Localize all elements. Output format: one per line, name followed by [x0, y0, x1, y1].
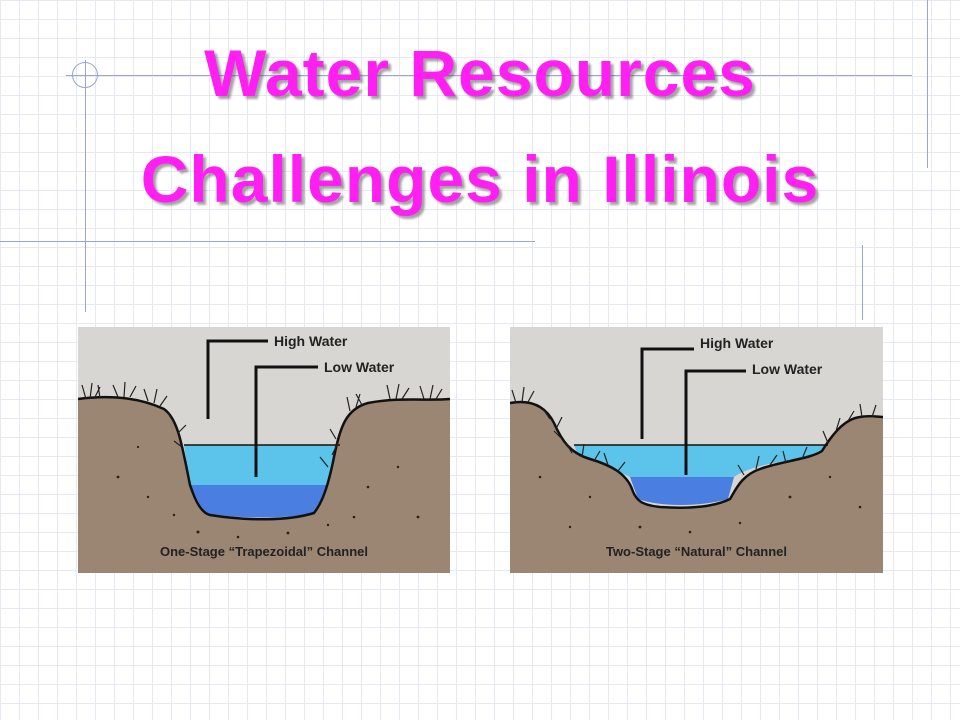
high-water-label: High Water [700, 335, 774, 351]
high-water-pointer [206, 339, 268, 419]
low-water-zone [190, 485, 330, 518]
high-water-pointer [640, 347, 694, 439]
soil-pebbles [116, 445, 420, 539]
template-circle-mark [72, 62, 98, 88]
high-water-zone [574, 445, 828, 477]
channel-caption: One-Stage “Trapezoidal” Channel [159, 544, 369, 559]
natural-channel-illustration [510, 347, 883, 573]
high-water-zone [184, 445, 340, 485]
bank-outline [78, 395, 450, 521]
template-rule-top [66, 75, 912, 76]
template-rule-right-mid [862, 245, 863, 320]
grass-tufts [81, 381, 443, 468]
slide-title-line-2: Challenges in Illinois [140, 142, 820, 216]
low-water-zone [630, 477, 734, 505]
natural-channel-diagram: High Water Low Water Two-Stage “Natural”… [510, 327, 883, 573]
template-rule-right-top [927, 0, 928, 168]
channel-caption: Two-Stage “Natural” Channel [605, 544, 788, 559]
grass-tufts [511, 386, 877, 476]
low-water-pointer [254, 365, 318, 477]
low-water-label: Low Water [752, 361, 823, 377]
trapezoidal-channel-diagram: High Water Low Water One-Stage “Trapezoi… [78, 327, 450, 573]
slide-title-line-1: Water Resources [204, 36, 756, 110]
template-rule-left [85, 60, 86, 312]
low-water-pointer [684, 369, 746, 475]
soil-pebbles [538, 475, 862, 534]
template-rule-mid [0, 241, 535, 242]
trapezoidal-channel-illustration [78, 339, 450, 573]
soil-bank [510, 401, 883, 573]
high-water-label: High Water [274, 333, 348, 349]
low-water-label: Low Water [324, 359, 395, 375]
soil-bank [78, 397, 450, 573]
